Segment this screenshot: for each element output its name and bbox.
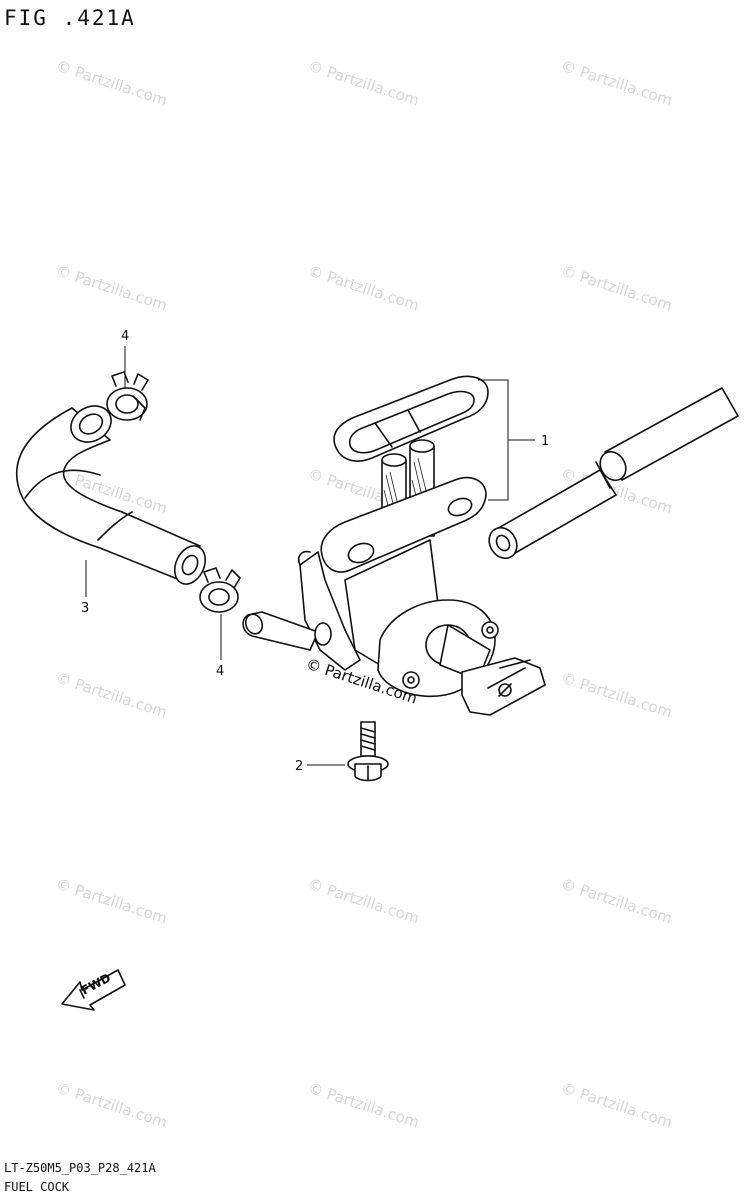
callout-label: 2 [295,759,303,774]
watermark: © Partzilla.com [559,875,675,928]
watermark: © Partzilla.com [54,1079,170,1132]
callout-label: 3 [81,601,89,616]
callout-3[interactable]: 3 [81,560,89,616]
watermark: © Partzilla.com [54,262,170,315]
watermark: © Partzilla.com [306,1079,422,1132]
callout-2[interactable]: 2 [295,759,345,774]
watermark: © Partzilla.com [306,875,422,928]
hose-clamp-top[interactable] [106,371,149,421]
watermark: © Partzilla.com [54,875,170,928]
hose-clamp-lower[interactable] [199,567,241,613]
assembly-name: FUEL COCK [4,1180,70,1194]
callout-4-lower[interactable]: 4 [216,614,224,679]
callout-label: 4 [216,664,224,679]
figure-title: FIG .421A [4,6,136,30]
callout-1[interactable]: 1 [478,379,549,501]
watermark: © Partzilla.com [54,57,170,110]
watermark: © Partzilla.com [54,669,170,722]
watermark: © Partzilla.com [559,669,675,722]
watermark: © Partzilla.com [306,262,422,315]
fuel-cock-gasket[interactable] [333,375,489,462]
callout-label: 1 [541,434,549,449]
flange-bolt[interactable] [347,721,389,782]
callout-label: 4 [121,329,129,344]
drawing-code: LT-Z50M5_P03_P28_421A [4,1161,156,1175]
fuel-hose-bent[interactable] [15,399,211,589]
callout-4-top[interactable]: 4 [121,329,129,390]
watermark: © Partzilla.com [306,57,422,110]
watermark: © Partzilla.com [559,262,675,315]
watermark: © Partzilla.com [559,57,675,110]
watermark: © Partzilla.com [559,1079,675,1132]
fuel-cock-assembly[interactable] [242,439,546,716]
fuel-hose-straight[interactable] [484,387,739,563]
fwd-arrow: FWD [61,969,126,1011]
